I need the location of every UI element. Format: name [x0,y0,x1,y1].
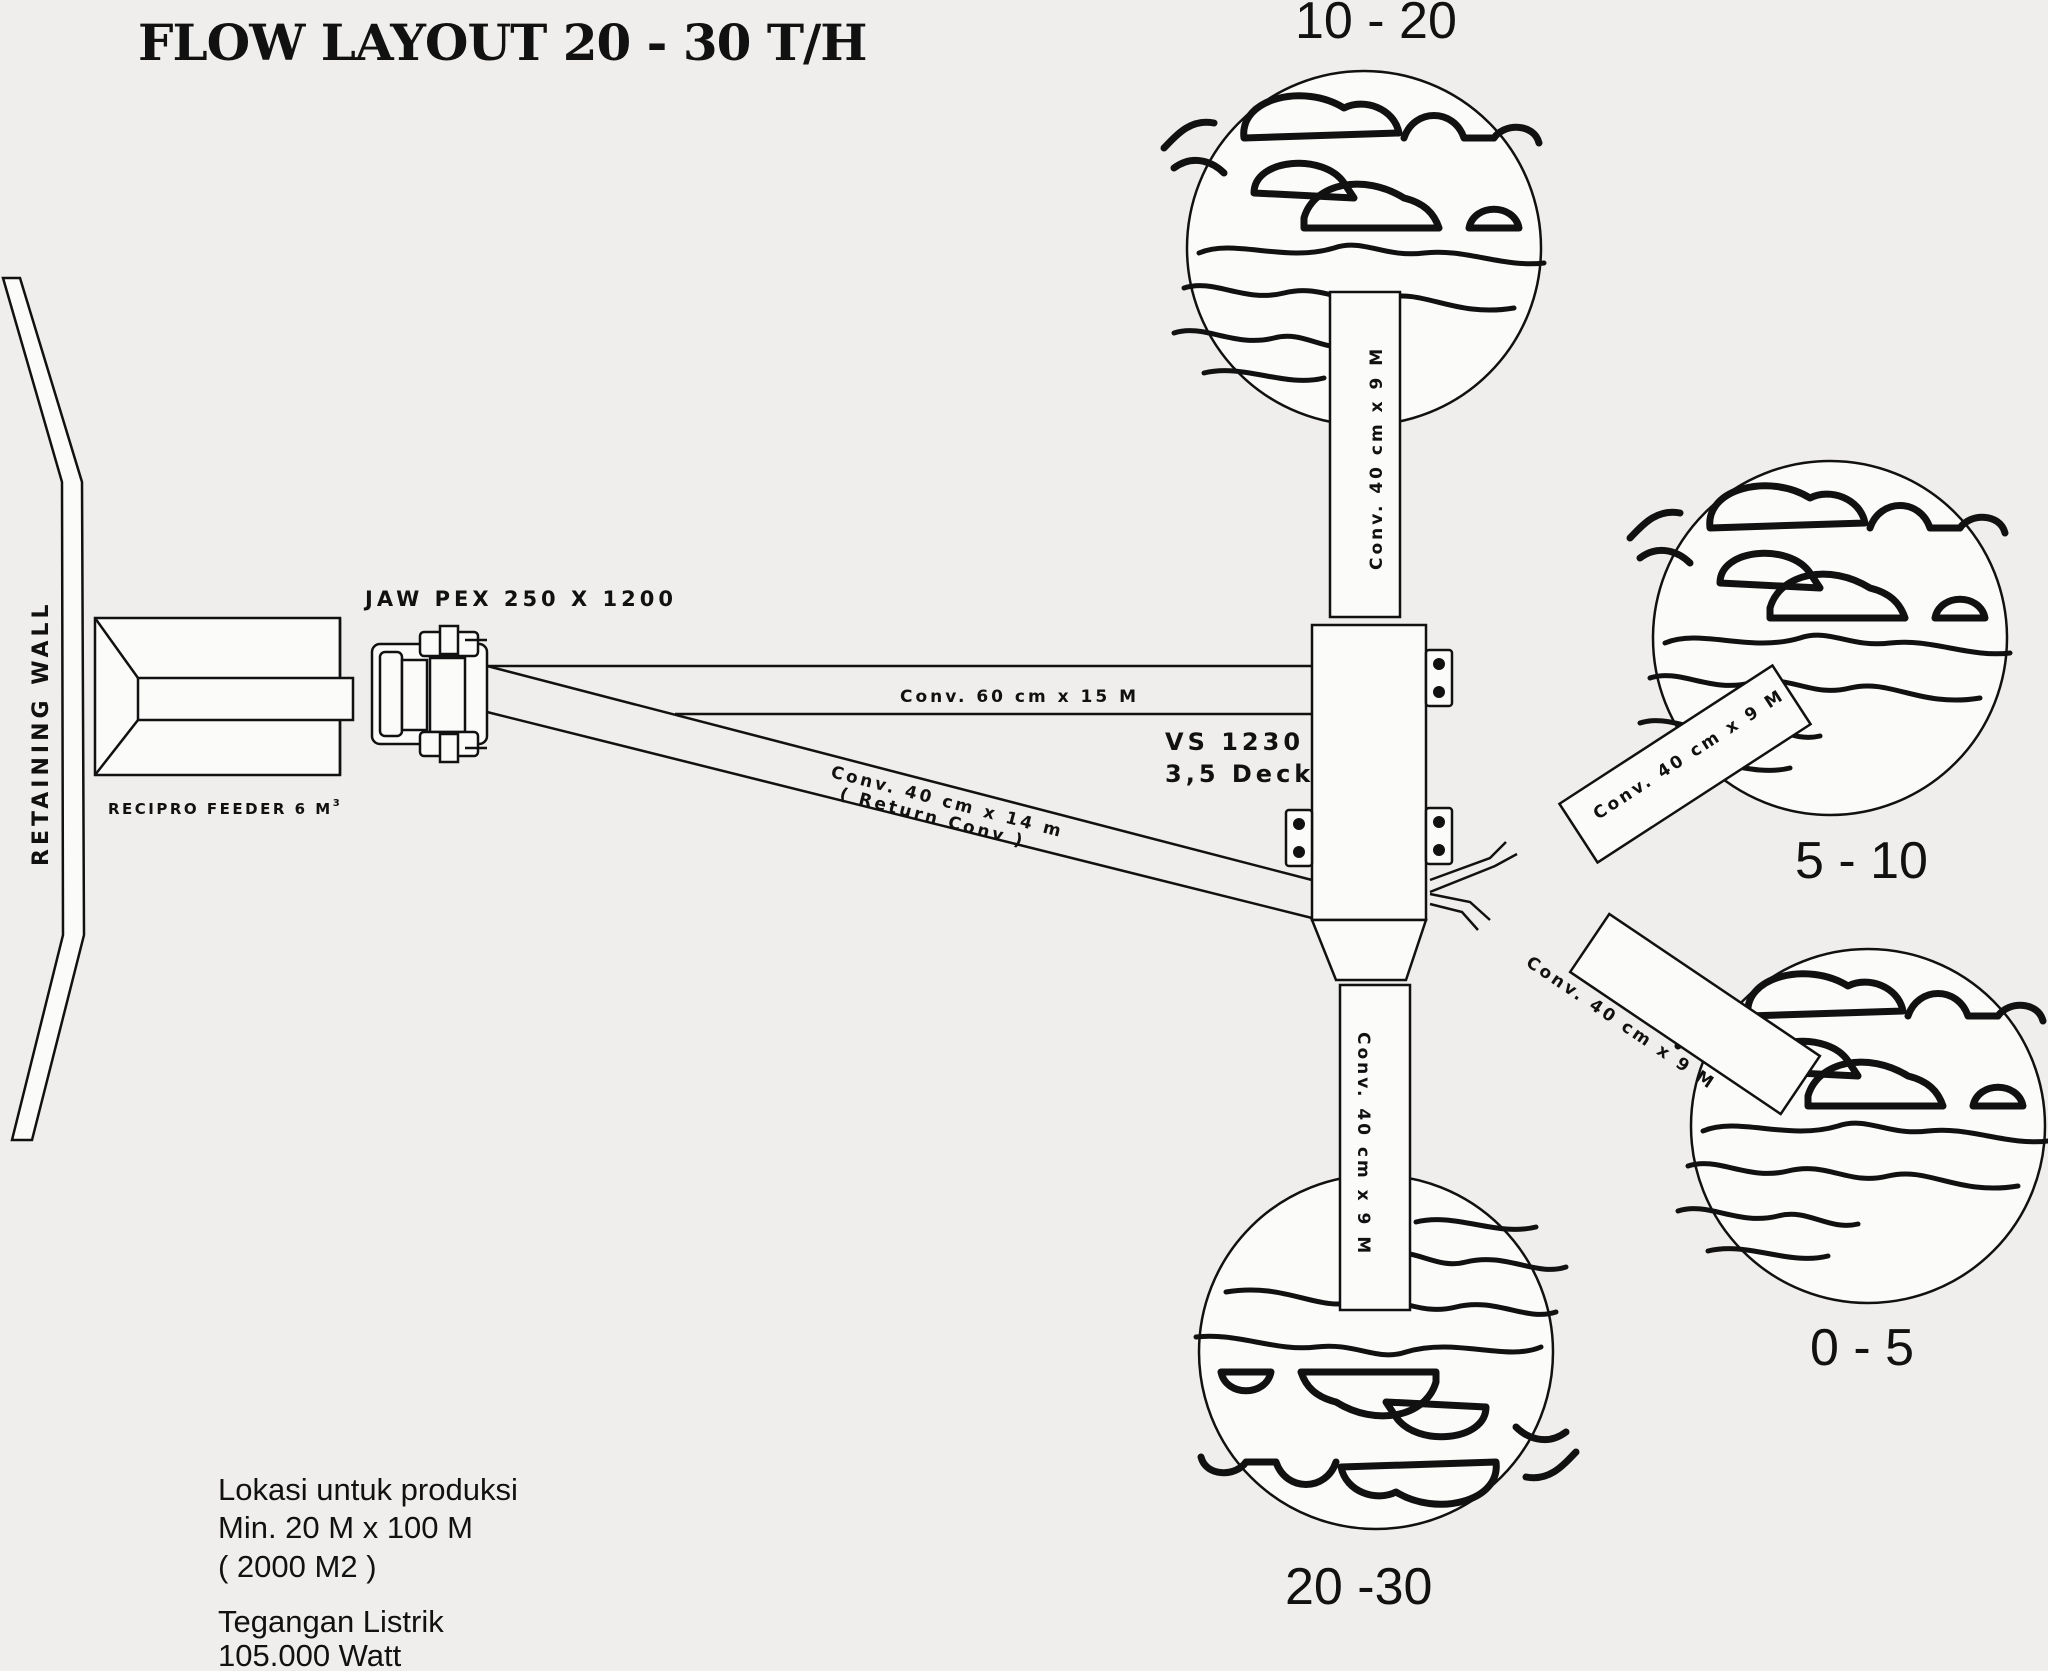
top-conveyor-label: Conv. 40 cm x 9 M [1367,346,1387,570]
return-conveyor-label: Conv. 40 cm x 14 m ( Return Conv ) [824,762,1075,862]
right-upper-conveyor [1429,663,1813,894]
stockpile-bottom-label: 20 -30 [1285,1558,1432,1616]
vibrating-screen-label: VS 1230 3,5 Deck [1165,728,1316,788]
top-conveyor [1328,290,1402,619]
note-area: Min. 20 M x 100 M [218,1510,473,1545]
recipro-feeder [93,616,355,777]
stockpile-top-label: 10 - 20 [1295,0,1457,50]
retaining-wall [1,276,86,1142]
return-conveyor [486,664,1313,920]
production-notes: Lokasi untuk produksi Min. 20 M x 100 M … [218,1472,526,1671]
jaw-crusher [370,624,489,764]
note-location: Lokasi untuk produksi [218,1472,518,1507]
feeder-label: RECIPRO FEEDER 6 M3 [108,798,342,818]
bottom-conveyor-label: Conv. 40 cm x 9 M [1353,1032,1373,1256]
bottom-conveyor [1338,983,1412,1312]
retaining-wall-label: RETAINING WALL [29,600,54,866]
diagram-title: FLOW LAYOUT 20 - 30 T/H [138,13,867,72]
note-area-m2: ( 2000 M2 ) [218,1549,377,1584]
main-conveyor-label: Conv. 60 cm x 15 M [900,687,1139,707]
vibrating-screen [1284,623,1454,982]
right-lower-conveyor [1429,892,1822,1116]
note-power-label: Tegangan Listrik [218,1604,444,1639]
jaw-crusher-label: JAW PEX 250 X 1200 [363,587,677,611]
stockpile-right-lower-label: 0 - 5 [1810,1319,1914,1377]
note-power-value: 105.000 Watt [218,1638,402,1671]
stockpile-right-upper-label: 5 - 10 [1795,832,1928,890]
